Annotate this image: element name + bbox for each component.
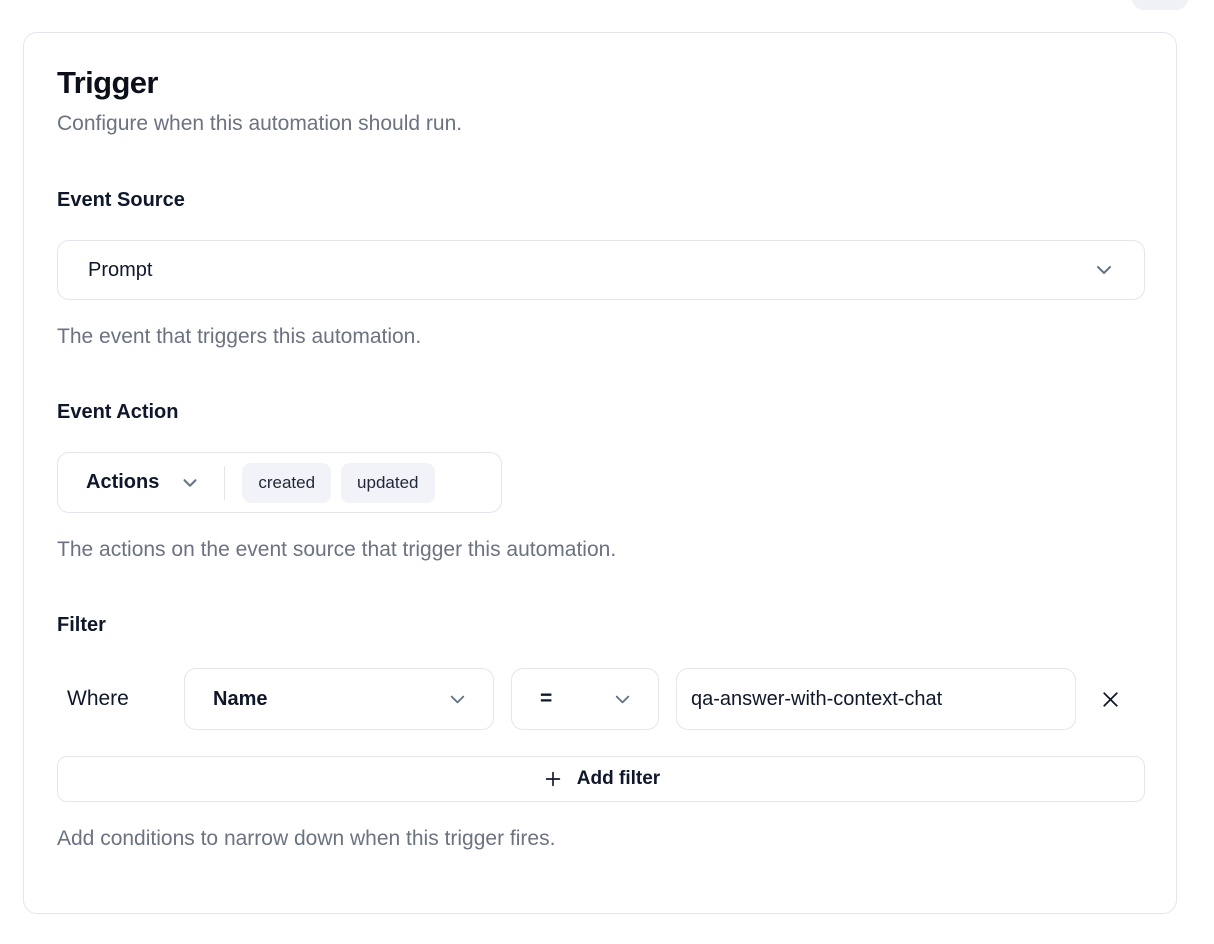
filter-field-value: Name [213, 687, 268, 710]
event-action-label: Event Action [57, 401, 179, 423]
x-icon [1102, 691, 1118, 707]
filter-help: Add conditions to narrow down when this … [57, 827, 556, 850]
page-subtitle: Configure when this automation should ru… [57, 112, 463, 135]
event-source-help: The event that triggers this automation. [57, 325, 422, 348]
event-source-label: Event Source [57, 189, 185, 211]
divider [224, 465, 226, 500]
event-action-control: Actions created updated [57, 452, 502, 513]
page-title: Trigger [57, 65, 158, 100]
trigger-card: Trigger Configure when this automation s… [23, 32, 1177, 914]
event-action-help: The actions on the event source that tri… [57, 538, 617, 561]
action-badge-created[interactable]: created [242, 462, 332, 503]
filter-value-input[interactable] [676, 668, 1076, 730]
event-source-select[interactable]: Prompt [57, 240, 1145, 300]
action-badge-updated[interactable]: updated [341, 462, 435, 503]
add-filter-button[interactable]: Add filter [57, 756, 1145, 802]
event-source-value: Prompt [88, 258, 153, 281]
chevron-down-icon [183, 478, 197, 487]
filter-operator-select[interactable]: = [511, 668, 659, 730]
plus-icon [545, 771, 561, 787]
actions-dropdown-label: Actions [86, 471, 160, 493]
actions-dropdown[interactable]: Actions [86, 471, 201, 494]
filter-label: Filter [57, 614, 106, 636]
remove-filter-button[interactable] [1092, 681, 1128, 717]
chevron-down-icon [450, 695, 465, 703]
filter-condition-row: Where Name = [57, 668, 1143, 730]
chevron-down-icon [615, 695, 630, 703]
filter-field-select[interactable]: Name [184, 668, 494, 730]
where-label: Where [67, 687, 129, 710]
add-filter-label: Add filter [576, 768, 661, 789]
filter-operator-value: = [540, 687, 553, 710]
chevron-down-icon [1097, 266, 1111, 274]
cutoff-element [1132, 0, 1188, 10]
